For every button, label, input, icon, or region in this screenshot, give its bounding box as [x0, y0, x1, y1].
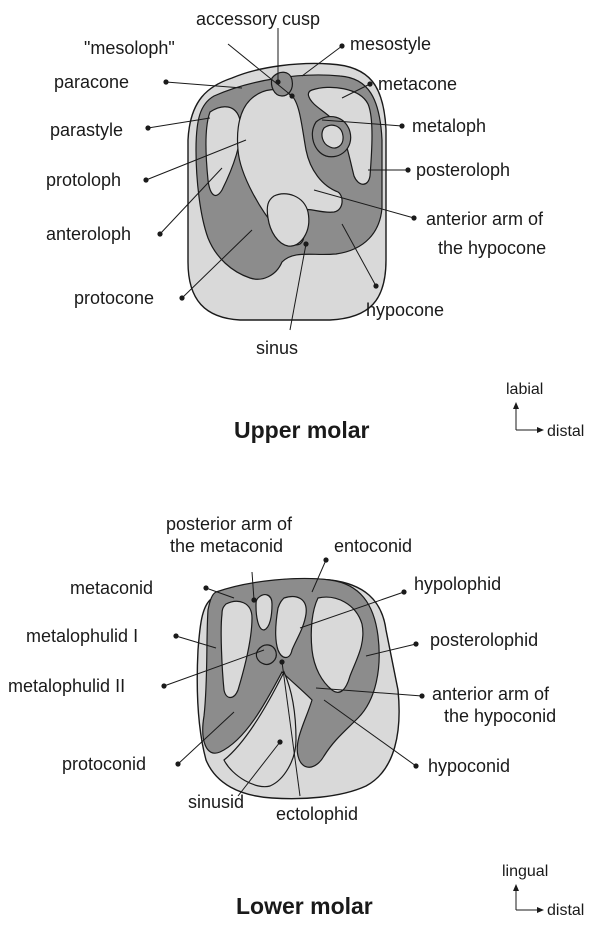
- label-paracone: paracone: [54, 72, 129, 92]
- label-posterior-arm-metaconid-2: the metaconid: [170, 536, 283, 556]
- label-posteroloph: posteroloph: [416, 160, 510, 180]
- label-protoconid: protoconid: [62, 754, 146, 774]
- label-ectolophid: ectolophid: [276, 804, 358, 824]
- label-sinusid: sinusid: [188, 792, 244, 812]
- label-metaloph: metaloph: [412, 116, 486, 136]
- label-metalophulid-2: metalophulid II: [8, 676, 125, 696]
- lower-molar-metalophulid-knob: [256, 645, 276, 664]
- label-anterior-arm-hypocone-2: the hypocone: [438, 238, 546, 258]
- direction-lingual: lingual: [502, 863, 548, 880]
- lower-molar: posterior arm of the metaconid entoconid…: [8, 514, 584, 919]
- upper-molar-title: Upper molar: [234, 417, 370, 443]
- label-hypolophid: hypolophid: [414, 574, 501, 594]
- label-protoloph: protoloph: [46, 170, 121, 190]
- label-anterior-arm-hypoconid-1: anterior arm of: [432, 684, 550, 704]
- label-hypoconid: hypoconid: [428, 756, 510, 776]
- upper-molar-accessory-cusp-pit: [271, 72, 292, 96]
- label-mesostyle: mesostyle: [350, 34, 431, 54]
- label-metacone: metacone: [378, 74, 457, 94]
- label-metalophulid-1: metalophulid I: [26, 626, 138, 646]
- direction-distal-upper: distal: [547, 423, 584, 440]
- label-anteroloph: anteroloph: [46, 224, 131, 244]
- direction-distal-lower: distal: [547, 902, 584, 919]
- lower-molar-title: Lower molar: [236, 893, 373, 919]
- label-posterolophid: posterolophid: [430, 630, 538, 650]
- label-accessory-cusp: accessory cusp: [196, 9, 320, 29]
- label-mesoloph: "mesoloph": [84, 38, 175, 58]
- upper-molar: accessory cusp "mesoloph" mesostyle para…: [46, 9, 584, 443]
- label-sinus: sinus: [256, 338, 298, 358]
- label-entoconid: entoconid: [334, 536, 412, 556]
- label-anterior-arm-hypocone-1: anterior arm of: [426, 209, 544, 229]
- direction-labial: labial: [506, 381, 543, 398]
- label-posterior-arm-metaconid-1: posterior arm of: [166, 514, 293, 534]
- label-metaconid: metaconid: [70, 578, 153, 598]
- label-parastyle: parastyle: [50, 120, 123, 140]
- upper-direction-indicator: labial distal: [506, 381, 584, 440]
- label-hypocone: hypocone: [366, 300, 444, 320]
- upper-molar-metaloph-hole: [322, 125, 343, 148]
- lower-direction-indicator: lingual distal: [502, 863, 584, 919]
- label-anterior-arm-hypoconid-2: the hypoconid: [444, 706, 556, 726]
- label-protocone: protocone: [74, 288, 154, 308]
- lower-molar-posterior-arm-spur: [256, 595, 272, 630]
